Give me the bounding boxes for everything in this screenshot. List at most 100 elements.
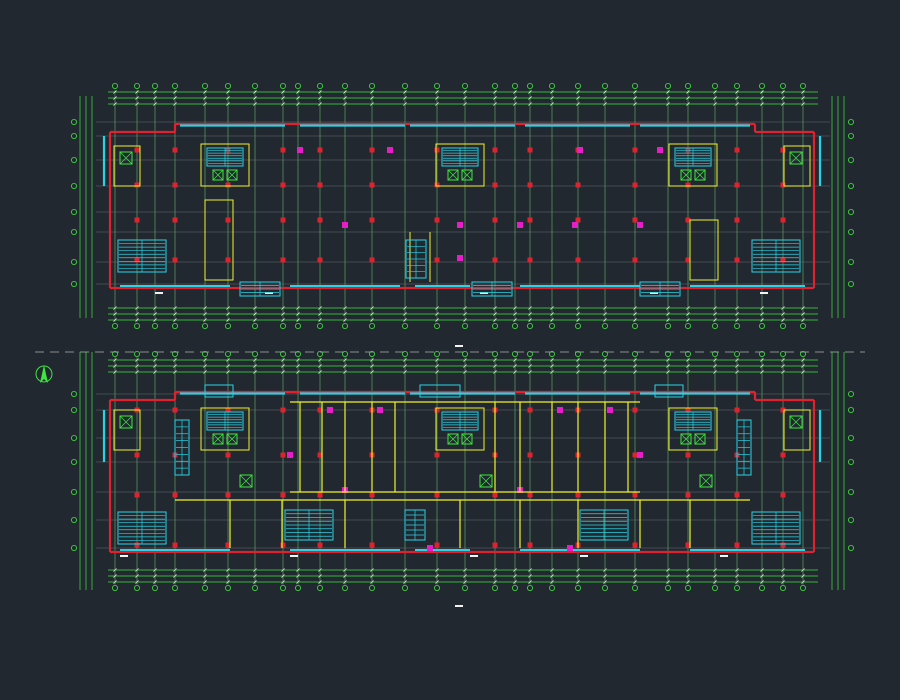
grid-bubble-top	[759, 83, 766, 90]
dim-tick-mark	[135, 90, 139, 94]
dim-tick-mark	[528, 318, 532, 322]
dim-tick-mark	[493, 318, 497, 322]
dim-tick-mark	[666, 96, 670, 100]
dim-tick-mark	[760, 318, 764, 322]
end-stair	[117, 511, 167, 545]
dim-tick-mark	[550, 96, 554, 100]
dim-tick-mark	[318, 90, 322, 94]
fixture-marker	[327, 407, 333, 413]
grid-bubble-right	[848, 228, 855, 235]
structural-column	[492, 492, 498, 498]
fixture-marker	[297, 147, 303, 153]
fixture-marker	[572, 222, 578, 228]
grid-bubble-bottom	[800, 322, 807, 329]
structural-column	[685, 217, 691, 223]
dim-tick-mark	[686, 318, 690, 322]
dim-tick-mark	[296, 96, 300, 100]
dim-tick-mark	[463, 96, 467, 100]
upper-floor-plan[interactable]	[71, 83, 855, 347]
elevator-shaft	[226, 433, 238, 445]
grid-bubble-bottom	[512, 322, 519, 329]
grid-bubble-left	[71, 390, 78, 397]
structural-column	[527, 542, 533, 548]
structural-column	[434, 407, 440, 413]
structural-column	[780, 147, 786, 153]
entry-stair	[471, 281, 513, 297]
structural-column	[632, 182, 638, 188]
dim-tick-mark	[370, 90, 374, 94]
dim-tick-mark	[403, 318, 407, 322]
stair-core	[441, 147, 479, 167]
grid-bubble-left	[71, 208, 78, 215]
structural-column	[632, 407, 638, 413]
grid-bubble-right	[848, 156, 855, 163]
dim-tick-mark	[435, 96, 439, 100]
structural-column	[734, 542, 740, 548]
grid-bubble-bottom	[294, 322, 301, 329]
north-arrow-icon	[35, 365, 53, 383]
dim-tick-mark	[173, 318, 177, 322]
grid-bubble-top	[368, 83, 375, 90]
structural-column	[225, 182, 231, 188]
lower-floor-plan[interactable]	[71, 350, 855, 607]
dim-tick-mark	[463, 318, 467, 322]
grid-bubble-bottom	[632, 322, 639, 329]
dim-tick-mark	[281, 318, 285, 322]
dim-tick-mark	[493, 96, 497, 100]
elevator-shaft	[680, 433, 692, 445]
grid-bubble-right	[848, 434, 855, 441]
end-elevator	[119, 151, 133, 165]
grid-bubble-top	[665, 83, 672, 90]
structural-column	[225, 407, 231, 413]
end-elevator	[789, 151, 803, 165]
structural-column	[685, 182, 691, 188]
dim-tick-mark	[513, 318, 517, 322]
structural-column	[172, 147, 178, 153]
structural-column	[780, 452, 786, 458]
dim-tick-mark	[296, 318, 300, 322]
fixture-marker	[637, 452, 643, 458]
structural-column	[134, 147, 140, 153]
structural-column	[172, 217, 178, 223]
room-label	[470, 555, 478, 557]
structural-column	[317, 147, 323, 153]
structural-column	[369, 542, 375, 548]
grid-bubble-top	[133, 83, 140, 90]
grid-bubble-top	[151, 83, 158, 90]
elevator-shaft	[239, 474, 253, 488]
dim-tick-mark	[203, 90, 207, 94]
dim-tick-mark	[463, 90, 467, 94]
grid-bubble-bottom	[780, 322, 787, 329]
structural-column	[434, 147, 440, 153]
structural-column	[317, 182, 323, 188]
grid-bubble-top	[316, 83, 323, 90]
structural-column	[632, 257, 638, 263]
dim-tick-mark	[153, 96, 157, 100]
grid-bubble-right	[848, 406, 855, 413]
stair-core	[206, 411, 244, 431]
elevator-shaft	[226, 169, 238, 181]
structural-column	[280, 257, 286, 263]
dim-tick-mark	[153, 90, 157, 94]
grid-bubble-bottom	[712, 322, 719, 329]
grid-bubble-left	[71, 406, 78, 413]
grid-bubble-left	[71, 132, 78, 139]
dim-tick-mark	[686, 96, 690, 100]
grid-bubble-top	[224, 83, 231, 90]
grid-bubble-left	[71, 280, 78, 287]
dim-tick-mark	[781, 318, 785, 322]
dim-tick-mark	[253, 318, 257, 322]
structural-column	[317, 407, 323, 413]
structural-column	[575, 217, 581, 223]
structural-column	[734, 257, 740, 263]
grid-bubble-right	[848, 390, 855, 397]
structural-column	[734, 217, 740, 223]
dim-tick-mark	[633, 90, 637, 94]
structural-column	[317, 492, 323, 498]
service-room	[689, 219, 719, 281]
grid-bubble-top	[433, 83, 440, 90]
dim-tick-mark	[550, 318, 554, 322]
dim-tick-mark	[113, 318, 117, 322]
dim-tick-mark	[226, 96, 230, 100]
